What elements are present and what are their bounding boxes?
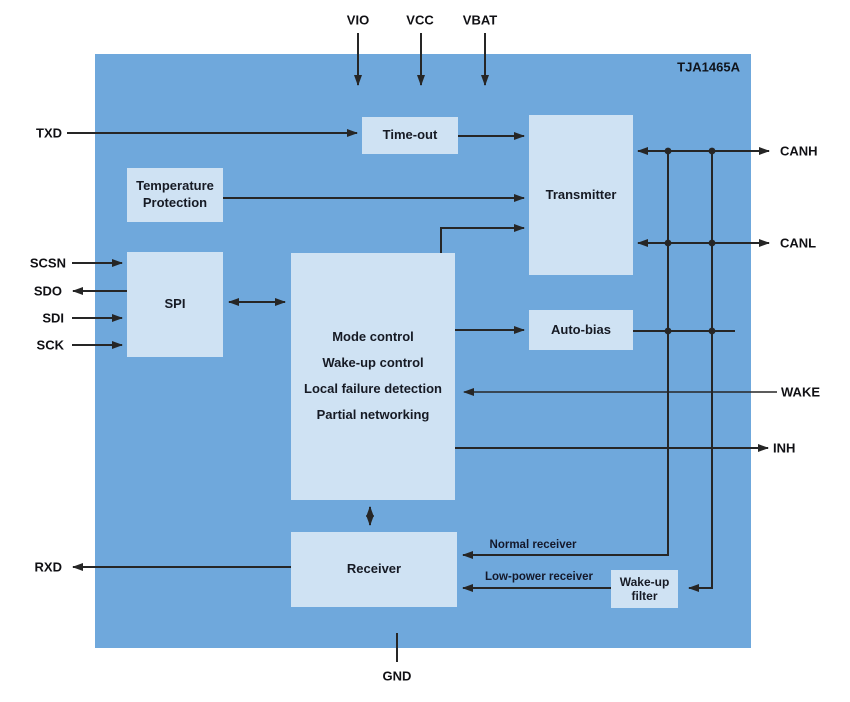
pin-label-scsn: SCSN [29, 255, 66, 271]
pin-label-inh: INH [773, 440, 796, 456]
block-receiver-label: Receiver [346, 561, 402, 577]
pin-label-sdi: SDI [42, 310, 64, 326]
block-receiver: Receiver [291, 532, 457, 607]
block-auto-bias-label: Auto-bias [551, 321, 611, 337]
annotation-low-power-receiver: Low-power receiver [484, 571, 594, 583]
pin-label-sdo: SDO [33, 283, 62, 299]
pin-label-canh: CANH [780, 143, 818, 159]
pin-label-vbat: VBAT [462, 12, 498, 28]
block-transmitter: Transmitter [529, 115, 633, 275]
annotation-normal-receiver: Normal receiver [489, 539, 577, 551]
block-wakeup-filter-label: Wake-up filter [619, 574, 670, 603]
block-transmitter-label: Transmitter [545, 186, 617, 202]
pin-label-vcc: VCC [406, 12, 434, 28]
mode-control-line-3: Local failure detection [304, 381, 442, 396]
mode-control-line-1: Mode control [332, 329, 414, 345]
block-timeout-label: Time-out [382, 127, 438, 143]
chip-title: TJA1465A [677, 59, 740, 75]
mode-control-line-4: Partial networking [316, 406, 430, 422]
pin-label-gnd: GND [382, 668, 412, 684]
block-timeout: Time-out [362, 117, 458, 154]
pin-label-vio: VIO [346, 12, 370, 28]
block-spi-label: SPI [164, 296, 186, 312]
mode-control-line-2: Wake-up control [322, 355, 424, 371]
pin-label-canl: CANL [780, 235, 817, 251]
block-spi: SPI [127, 252, 223, 357]
block-temperature-protection-label: Temperature Protection [136, 178, 214, 210]
pin-label-wake: WAKE [781, 384, 820, 400]
block-mode-control: Mode control Wake-up control Local failu… [291, 253, 455, 500]
block-auto-bias: Auto-bias [529, 310, 633, 350]
block-wakeup-filter: Wake-up filter [611, 570, 678, 608]
pin-label-sck: SCK [36, 337, 64, 353]
pin-label-txd: TXD [36, 125, 62, 141]
block-temperature-protection: Temperature Protection [127, 168, 223, 222]
pin-label-rxd: RXD [34, 559, 62, 575]
